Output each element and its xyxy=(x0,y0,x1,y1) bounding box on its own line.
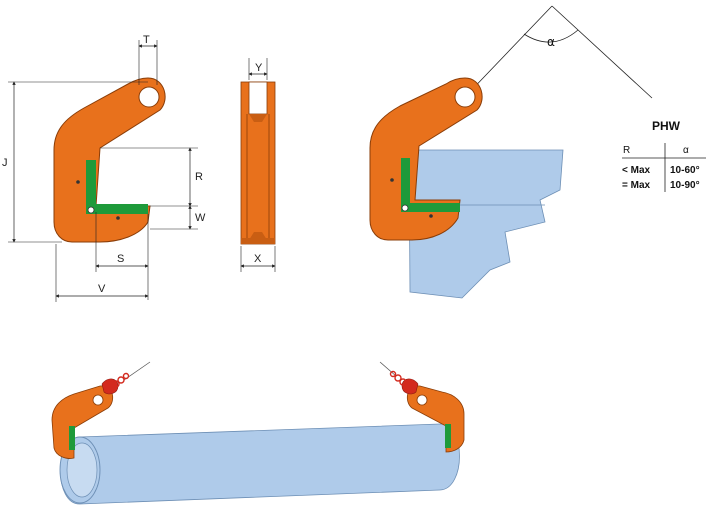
chain-link xyxy=(122,372,130,380)
dim-label-w: W xyxy=(195,212,206,224)
dim-label-s: S xyxy=(117,253,124,265)
table-title: PHW xyxy=(652,119,681,133)
grip-pad-horizontal xyxy=(86,204,148,214)
angle-arc xyxy=(523,29,579,43)
sling-line-right xyxy=(551,5,653,99)
chain-link xyxy=(389,370,397,378)
clamp-on-plate-view: α xyxy=(369,5,653,299)
dim-label-v: V xyxy=(98,283,106,295)
table-row-1-r: < Max xyxy=(622,165,651,176)
grip-pad-horizontal xyxy=(401,203,460,212)
table-header-r: R xyxy=(623,145,630,156)
chain-link xyxy=(117,376,125,384)
clamp-body xyxy=(369,77,483,241)
lifting-eye xyxy=(92,394,104,406)
lifting-eye xyxy=(416,394,428,406)
pivot-pin xyxy=(87,206,95,214)
load-plate xyxy=(408,149,564,299)
rivet xyxy=(390,178,394,182)
pipe-end-inner xyxy=(66,442,98,498)
sling-line-right xyxy=(379,361,397,377)
side-view-clamp: T J R W S V xyxy=(2,34,206,302)
pivot-pin xyxy=(401,204,409,212)
dim-label-y: Y xyxy=(255,62,263,74)
rivet xyxy=(76,180,80,184)
plate-slot xyxy=(248,81,268,115)
table-header-alpha: α xyxy=(683,145,689,156)
chain-link xyxy=(394,374,402,382)
dim-label-j: J xyxy=(2,157,8,169)
lifting-eye xyxy=(138,86,160,108)
pipe xyxy=(60,423,460,505)
table-row-2-r: = Max xyxy=(622,180,651,191)
pipe-lifting-illustration xyxy=(51,361,465,505)
angle-label: α xyxy=(547,35,555,49)
grip-pad-vertical xyxy=(86,160,96,210)
phw-table: PHW R α < Max 10-60° = Max 10-90° xyxy=(622,119,706,192)
table-row-2-alpha: 10-90° xyxy=(670,180,700,191)
dim-label-x: X xyxy=(254,253,262,265)
front-view-clamp: Y X xyxy=(240,58,276,272)
right-shackle xyxy=(401,378,419,395)
rivet xyxy=(116,216,120,220)
grip-pad xyxy=(445,424,451,448)
lifting-eye xyxy=(454,86,476,108)
rivet xyxy=(429,214,433,218)
grip-pad xyxy=(69,426,75,450)
chain-link xyxy=(112,380,120,388)
clamp-body xyxy=(53,77,166,243)
table-row-1-alpha: 10-60° xyxy=(670,165,700,176)
grip-pad-vertical xyxy=(401,158,410,208)
dim-label-t: T xyxy=(143,34,150,46)
front-base xyxy=(241,238,275,244)
chain-link xyxy=(399,378,407,386)
dim-label-r: R xyxy=(195,171,203,183)
